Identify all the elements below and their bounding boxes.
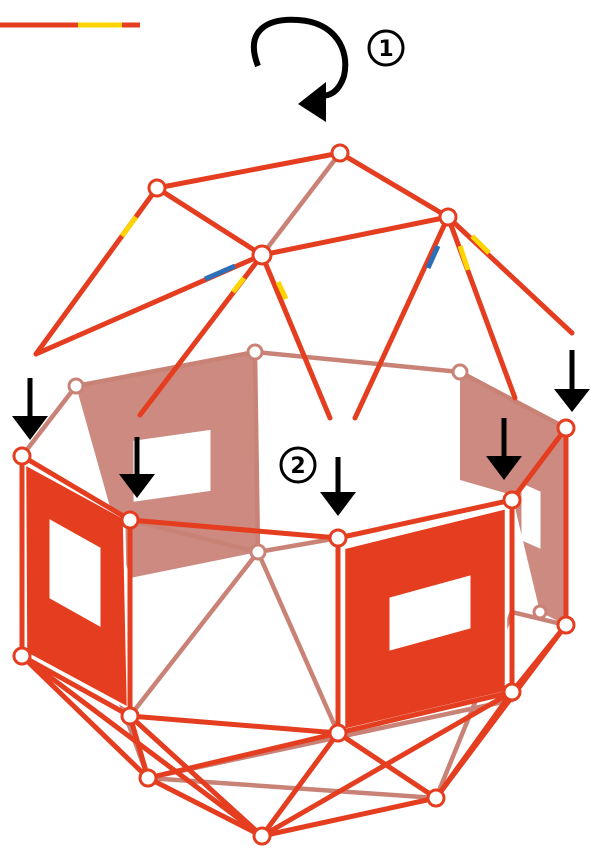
step-label-1: 1 bbox=[378, 37, 393, 62]
step-marker-2: 2 bbox=[279, 446, 317, 484]
front-panels bbox=[23, 461, 508, 732]
lower-structure bbox=[19, 425, 569, 839]
down-arrow-icon bbox=[320, 457, 356, 516]
down-arrow-icon bbox=[119, 437, 155, 498]
lower-nodes bbox=[12, 418, 576, 846]
step-label-2: 2 bbox=[290, 454, 305, 479]
front-panel-center-window bbox=[389, 575, 471, 651]
down-arrow-icon bbox=[554, 350, 590, 412]
down-arrow-icon bbox=[12, 378, 48, 440]
step-marker-1: 1 bbox=[367, 29, 405, 67]
curved-rotate-arrow-icon bbox=[250, 16, 349, 122]
front-panel-left-window bbox=[49, 519, 101, 627]
back-panel-right-window bbox=[521, 483, 541, 549]
back-panel-left-window bbox=[133, 429, 211, 502]
dome-nodes bbox=[147, 143, 458, 266]
down-arrow-icon bbox=[486, 418, 522, 480]
lowering-arrows bbox=[12, 350, 590, 516]
dome-structure bbox=[33, 150, 575, 421]
